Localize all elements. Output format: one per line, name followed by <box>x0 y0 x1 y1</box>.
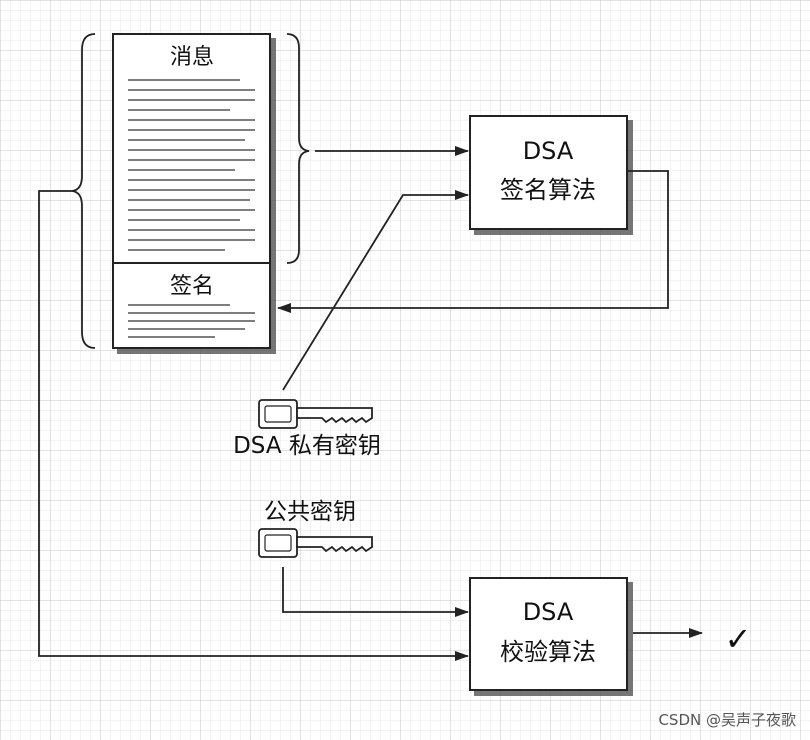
signature-label: 签名 <box>170 274 214 299</box>
verify-box-subtitle: 校验算法 <box>500 638 596 666</box>
arrow-sign-to-signature <box>277 170 669 313</box>
message-document: 消息 签名 <box>112 33 271 349</box>
dsa-verify-box: DSA 校验算法 <box>469 577 628 691</box>
dsa-sign-box: DSA 签名算法 <box>469 115 628 230</box>
message-text-lines <box>128 79 255 251</box>
checkmark-icon: ✓ <box>725 620 752 658</box>
public-key-icon <box>258 528 373 558</box>
private-key-label: DSA 私有密钥 <box>233 433 381 459</box>
arrow-document-to-verify <box>38 190 469 661</box>
right-brace <box>286 33 310 264</box>
private-key-icon <box>258 399 373 429</box>
connectors <box>38 146 703 661</box>
verify-box-title: DSA <box>523 598 574 626</box>
public-key-label: 公共密钥 <box>264 499 356 525</box>
document-frame <box>112 33 271 349</box>
message-label: 消息 <box>170 45 214 70</box>
sign-box-title: DSA <box>523 137 574 165</box>
arrow-private-key-to-sign <box>282 190 469 391</box>
signature-text-lines <box>128 304 255 338</box>
arrow-public-key-to-verify <box>282 567 469 617</box>
watermark-text: CSDN @吴声子夜歌 <box>658 711 796 729</box>
sign-box-subtitle: 签名算法 <box>500 176 596 204</box>
